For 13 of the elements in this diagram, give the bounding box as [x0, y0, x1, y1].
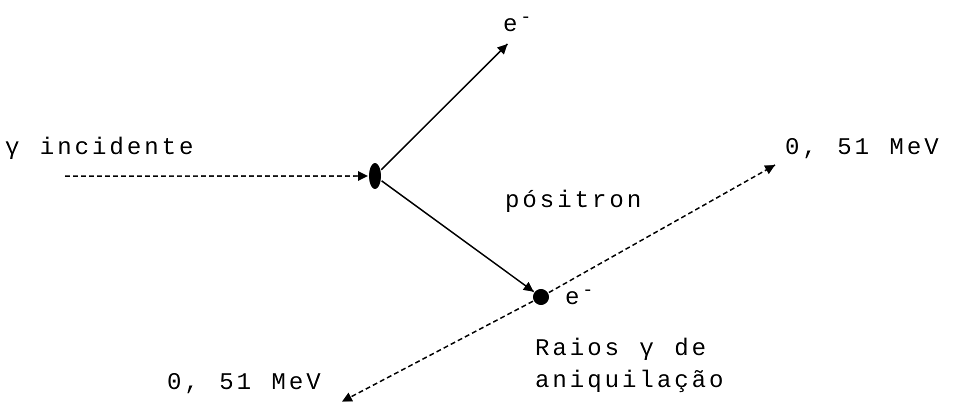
annotation-text: pósitron	[505, 187, 644, 217]
dashed-arrow	[548, 164, 776, 294]
annotation-text: Raios γ de aniquilação	[535, 335, 728, 397]
arrow	[380, 43, 508, 170]
dashed-arrow	[342, 300, 534, 402]
dashed-arrow	[64, 171, 368, 181]
annotation-text: e$^{-}$	[565, 283, 596, 314]
particle-label: γ incidente	[5, 133, 227, 165]
particle-ellipse	[369, 163, 381, 189]
particle-label: 0, 51 MeV	[167, 368, 329, 400]
particle-label: e$^{-}$	[503, 10, 548, 44]
arrow	[381, 180, 534, 292]
particle-label: 0, 51 MeV	[785, 133, 951, 165]
